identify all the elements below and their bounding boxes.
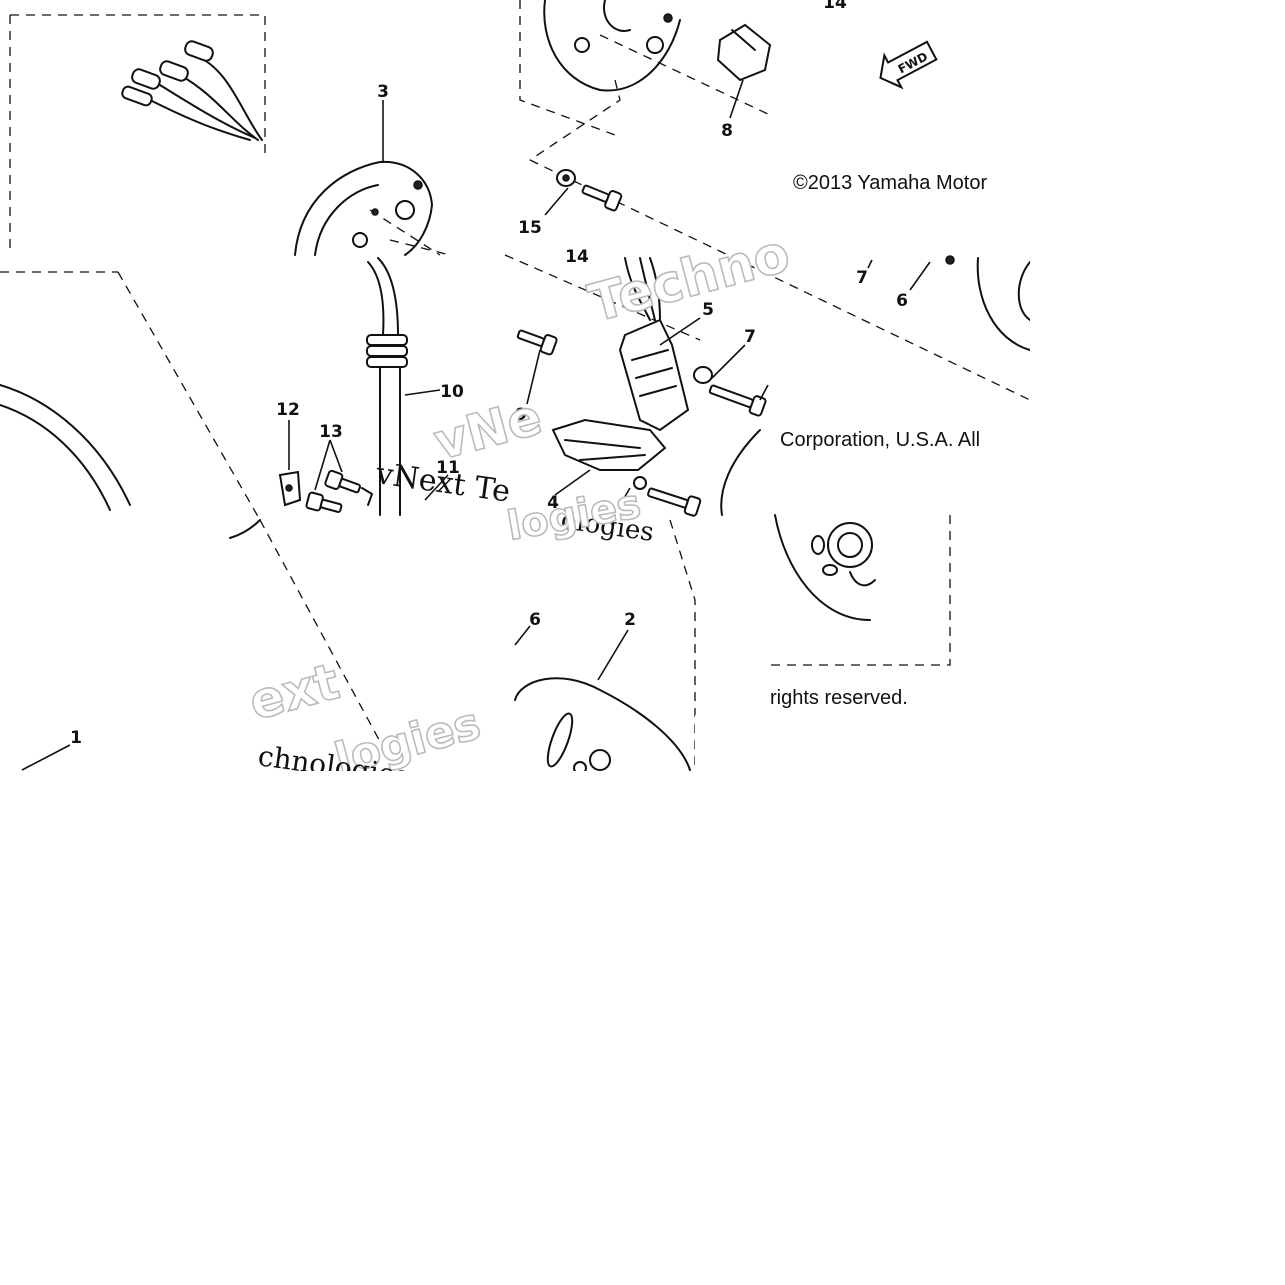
callout-14: 14 [565,247,589,267]
callout-10: 10 [440,382,464,402]
callout-11: 11 [436,458,460,478]
callout-2: 2 [624,610,636,630]
wire-clamp-and-bolts [278,469,373,513]
copyright-line-2: Corporation, U.S.A. All [780,429,980,451]
callout-4: 4 [547,493,559,513]
stator-plate [294,160,433,256]
callout-1: 1 [70,728,82,748]
bolts-and-washers [516,169,767,517]
watermark-techno: Techno [583,224,796,335]
callout-7: 7 [856,268,868,288]
callout-15: 15 [518,218,542,238]
copyright-line-3: rights reserved. [770,687,908,709]
callout-5: 5 [702,300,714,320]
copyright-line-1: ©2013 Yamaha Motor [793,172,987,194]
callout-8: 8 [721,121,733,141]
callout-13: 13 [319,422,343,442]
forward-direction-marker: FWD [879,40,938,90]
crankcase-cover [0,384,261,539]
regulator-rectifier [618,257,690,432]
flywheel-rotor [720,255,1031,621]
callout-6: 6 [896,291,908,311]
copyright-notice: ©2013 Yamaha Motor Corporation, U.S.A. A… [770,172,987,709]
watermark-ext: ext [243,652,345,731]
callout-3: 3 [377,82,389,102]
wire-tube [366,257,408,516]
wire-harness-connectors [121,40,263,141]
leader-lines [21,79,931,771]
callout-numbers: 3 8 14 15 14 5 7 9 10 12 13 11 4 7 6 6 2… [70,0,908,748]
cdi-unit [551,418,667,490]
flywheel-lower [514,677,691,775]
pulser-coil-assembly [543,0,772,92]
callout-12: 12 [276,400,300,420]
dashed-guide-lines [0,0,1031,770]
callout-7-right: 7 [744,327,756,347]
callout-9: 9 [515,405,527,425]
callout-6-lower: 6 [529,610,541,630]
callout-14-top: 14 [823,0,847,13]
